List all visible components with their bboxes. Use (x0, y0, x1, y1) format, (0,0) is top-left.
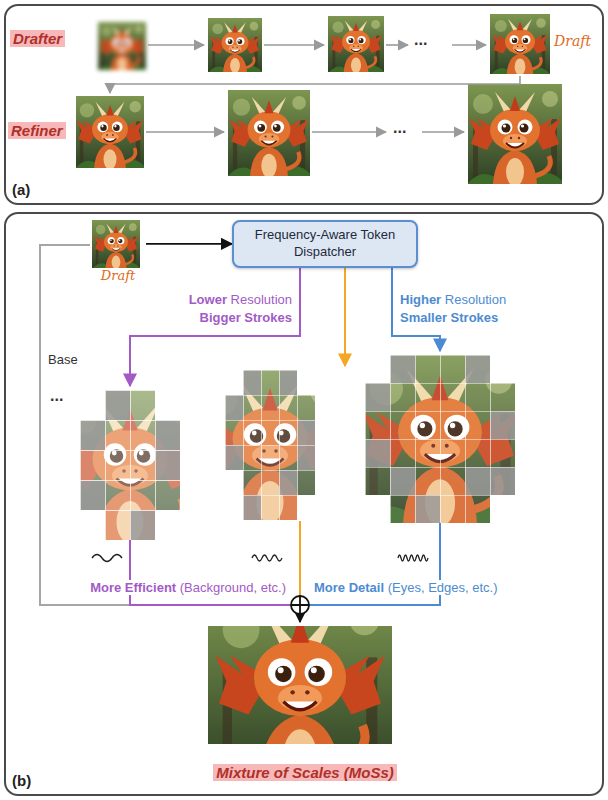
method-title: Mixture of Scales (MoSs) (213, 764, 397, 781)
process-box: Frequency-Aware Token Dispatcher (232, 220, 418, 268)
medium-token-grid (195, 369, 345, 523)
connector-arrow (146, 243, 232, 245)
label-holder: More Efficient (Background, etc.) (40, 578, 288, 596)
scale-label: Lower Resolution (189, 292, 292, 307)
label-holder: Base (48, 350, 78, 368)
stage-name: Drafter (10, 30, 65, 47)
progress-arrows (110, 45, 520, 132)
panel-letter: (a) (12, 181, 30, 199)
ellipsis: ... (393, 119, 406, 136)
stage-name: Refiner (8, 122, 66, 139)
label-holder: Higher Resolution (400, 290, 506, 308)
scale-label: Higher Resolution (400, 292, 506, 307)
panel-letter: (b) (12, 772, 31, 790)
benefit-label: More Detail (Eyes, Edges, etc.) (312, 580, 500, 595)
final-image (208, 593, 392, 781)
ellipsis: ... (414, 31, 427, 48)
label-holder: More Detail (Eyes, Edges, etc.) (312, 578, 500, 596)
path-label: Base (48, 352, 78, 367)
label-holder: Bigger Strokes (150, 308, 292, 326)
panel-frame: (b) Draft Frequency-Aware Token Dispatcher (4, 212, 604, 796)
draft-image (92, 220, 140, 269)
label-holder: Draft (554, 32, 591, 51)
drafter-images (98, 14, 550, 75)
image-caption: Draft (101, 268, 135, 284)
scale-label: Smaller Strokes (400, 310, 498, 325)
ellipsis: ... (50, 387, 63, 404)
coarse-token-grid (55, 389, 205, 543)
draft-image-node: Draft (90, 218, 146, 284)
panel-frame: (a) (4, 4, 604, 205)
box-text: Frequency-Aware Token Dispatcher (244, 227, 406, 261)
label-holder: Lower Resolution (150, 290, 292, 308)
label-holder: ... (50, 386, 63, 406)
draft-tag: Draft (554, 33, 591, 49)
label-holder: ... (414, 30, 427, 50)
label-holder: ... (393, 118, 406, 138)
label-holder: Mixture of Scales (MoSs) (180, 764, 430, 783)
frequency-waves (92, 555, 428, 562)
fine-token-grid (356, 354, 524, 526)
refiner-images (74, 84, 565, 186)
label-holder: Refiner (8, 122, 66, 141)
benefit-label: More Efficient (Background, etc.) (88, 580, 288, 595)
label-holder: Drafter (10, 30, 65, 49)
image-slot (94, 218, 142, 268)
scale-label: Bigger Strokes (200, 310, 292, 325)
sum-symbol (291, 596, 309, 614)
label-holder: Smaller Strokes (400, 308, 498, 326)
